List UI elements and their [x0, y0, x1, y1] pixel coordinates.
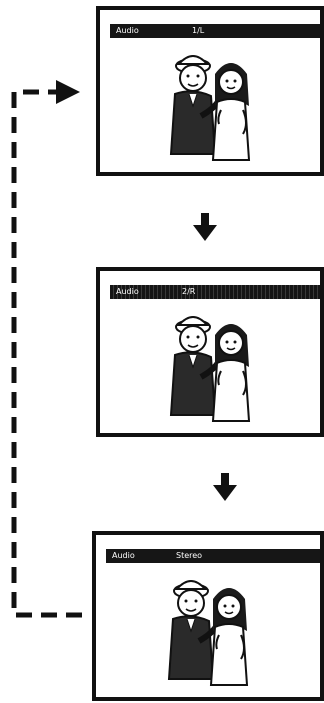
- man-figure: [171, 56, 219, 154]
- woman-figure: [211, 588, 247, 685]
- osd-value-audio-mode: 2/R: [182, 285, 195, 299]
- couple-illustration: [155, 44, 265, 170]
- woman-figure: [213, 63, 249, 160]
- woman-figure: [213, 324, 249, 421]
- arrow-down-icon: [193, 213, 217, 241]
- man-figure: [171, 317, 219, 415]
- couple-illustration: [153, 569, 263, 695]
- osd-value-audio-mode: 1/L: [192, 24, 204, 38]
- tv-screen-audio-1: Audio 1/L: [96, 6, 324, 176]
- osd-bar: Audio 1/L: [110, 24, 320, 38]
- man-figure: [169, 581, 217, 679]
- osd-bar: Audio 2/R: [110, 285, 320, 299]
- osd-label-audio: Audio: [116, 285, 139, 299]
- osd-label-audio: Audio: [116, 24, 139, 38]
- osd-label-audio: Audio: [112, 549, 135, 563]
- dashed-loop-arrow-icon: [14, 80, 82, 615]
- arrow-down-icon: [213, 473, 237, 501]
- couple-illustration: [155, 305, 265, 431]
- tv-screen-audio-3: Audio Stereo: [92, 531, 324, 701]
- tv-screen-audio-2: Audio 2/R: [96, 267, 324, 437]
- osd-bar: Audio Stereo: [106, 549, 320, 563]
- osd-value-audio-mode: Stereo: [176, 549, 202, 563]
